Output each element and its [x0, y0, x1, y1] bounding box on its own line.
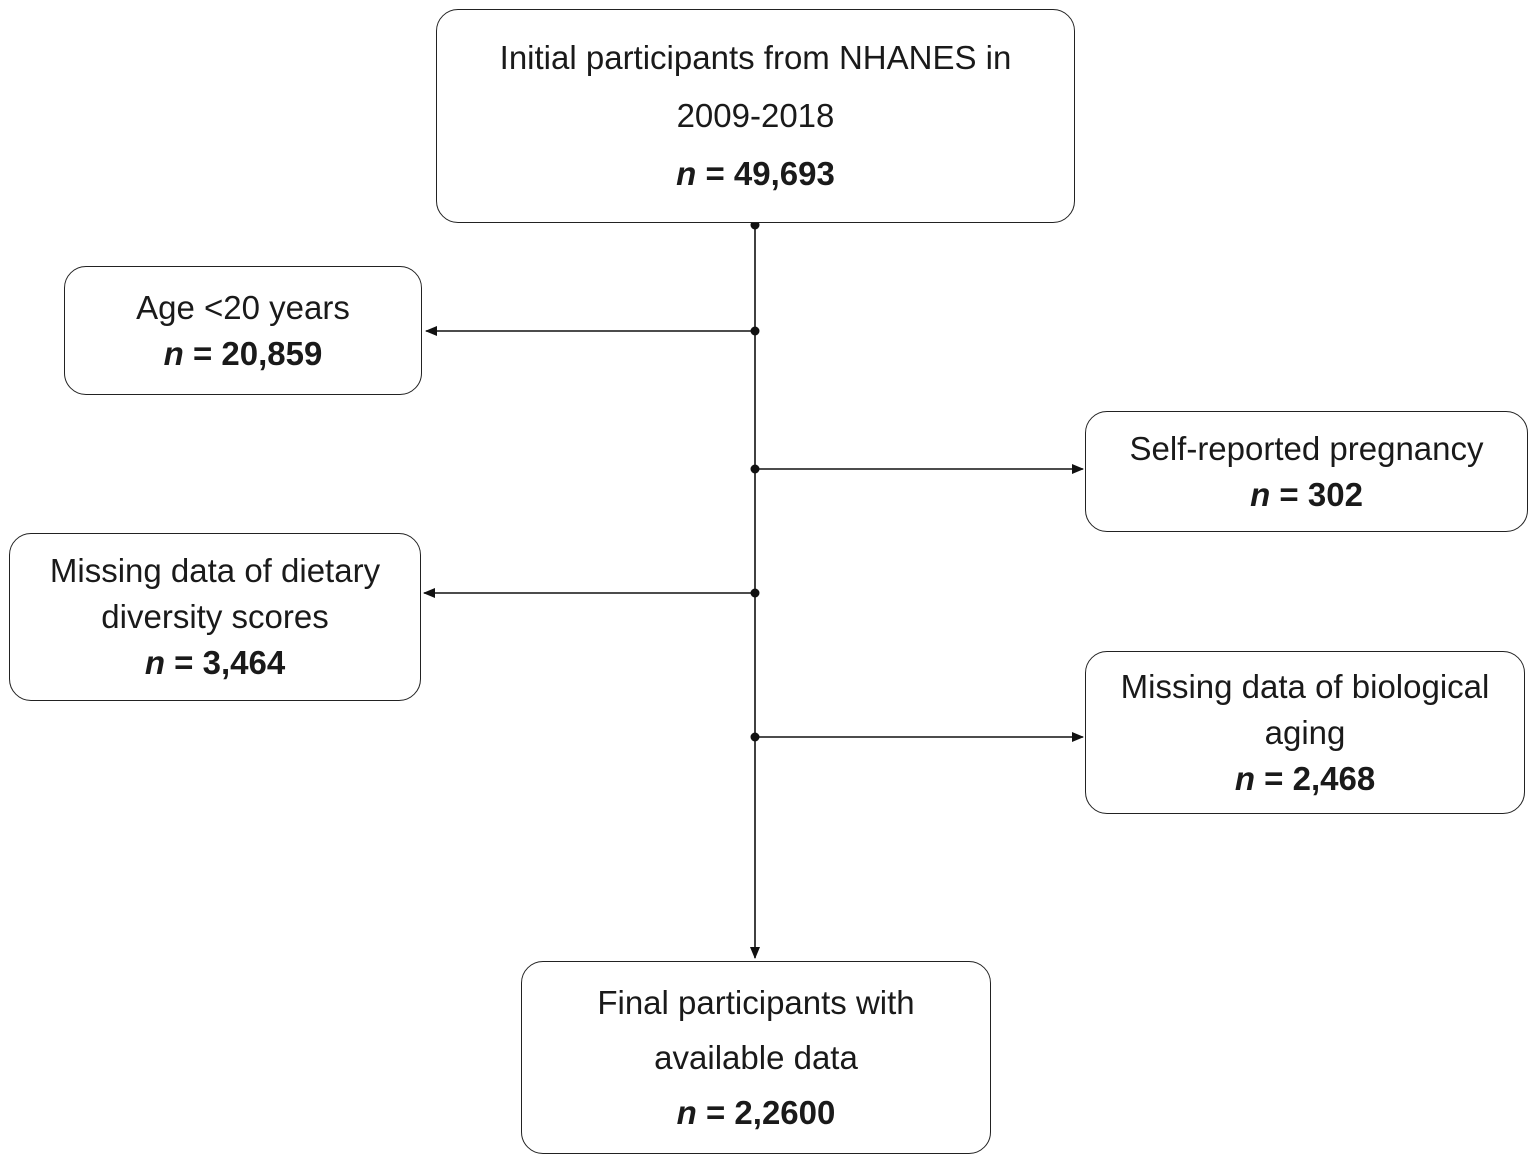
dietary-exclusion-label-line2: diversity scores: [101, 598, 329, 635]
initial-participants-label-line2: 2009-2018: [676, 97, 835, 134]
n-symbol: n: [676, 1094, 697, 1131]
n-symbol: n: [144, 644, 165, 681]
dietary-exclusion-box: Missing data of dietary diversity scores…: [9, 533, 421, 701]
age-exclusion-box: Age <20 years n = 20,859: [64, 266, 422, 395]
n-symbol: n: [1250, 475, 1271, 513]
dietary-exclusion-count: n = 3,464: [145, 640, 285, 686]
aging-exclusion-box: Missing data of biological aging n = 2,4…: [1085, 651, 1525, 814]
age-exclusion-count: n = 20,859: [164, 331, 323, 377]
final-participants-label-line2: available data: [654, 1039, 858, 1076]
age-exclusion-label: Age <20 years: [136, 288, 350, 326]
age-exclusion-count-value: = 20,859: [192, 334, 323, 372]
initial-participants-count: n = 49,693: [676, 145, 835, 203]
pregnancy-exclusion-count-value: = 302: [1279, 475, 1363, 513]
aging-exclusion-label-line1: Missing data of biological: [1120, 667, 1490, 705]
n-symbol: n: [1234, 759, 1255, 797]
initial-participants-label-line1: Initial participants from NHANES in: [499, 39, 1012, 76]
n-symbol: n: [163, 334, 184, 372]
aging-exclusion-count-value: = 2,468: [1264, 759, 1376, 797]
pregnancy-exclusion-label: Self-reported pregnancy: [1129, 429, 1484, 467]
pregnancy-exclusion-count: n = 302: [1250, 472, 1363, 518]
aging-exclusion-label-line2: aging: [1264, 713, 1346, 751]
initial-participants-box: Initial participants from NHANES in 2009…: [436, 9, 1075, 223]
dietary-exclusion-label-line1: Missing data of dietary: [49, 552, 381, 589]
final-participants-count-value: = 2,2600: [705, 1094, 836, 1131]
final-participants-box: Final participants with available data n…: [521, 961, 991, 1154]
n-symbol: n: [676, 155, 697, 192]
dietary-exclusion-count-value: = 3,464: [174, 644, 286, 681]
initial-participants-count-value: = 49,693: [705, 155, 835, 192]
pregnancy-exclusion-box: Self-reported pregnancy n = 302: [1085, 411, 1528, 532]
final-participants-count: n = 2,2600: [677, 1085, 836, 1140]
aging-exclusion-count: n = 2,468: [1235, 756, 1375, 802]
final-participants-label-line1: Final participants with: [597, 984, 915, 1021]
